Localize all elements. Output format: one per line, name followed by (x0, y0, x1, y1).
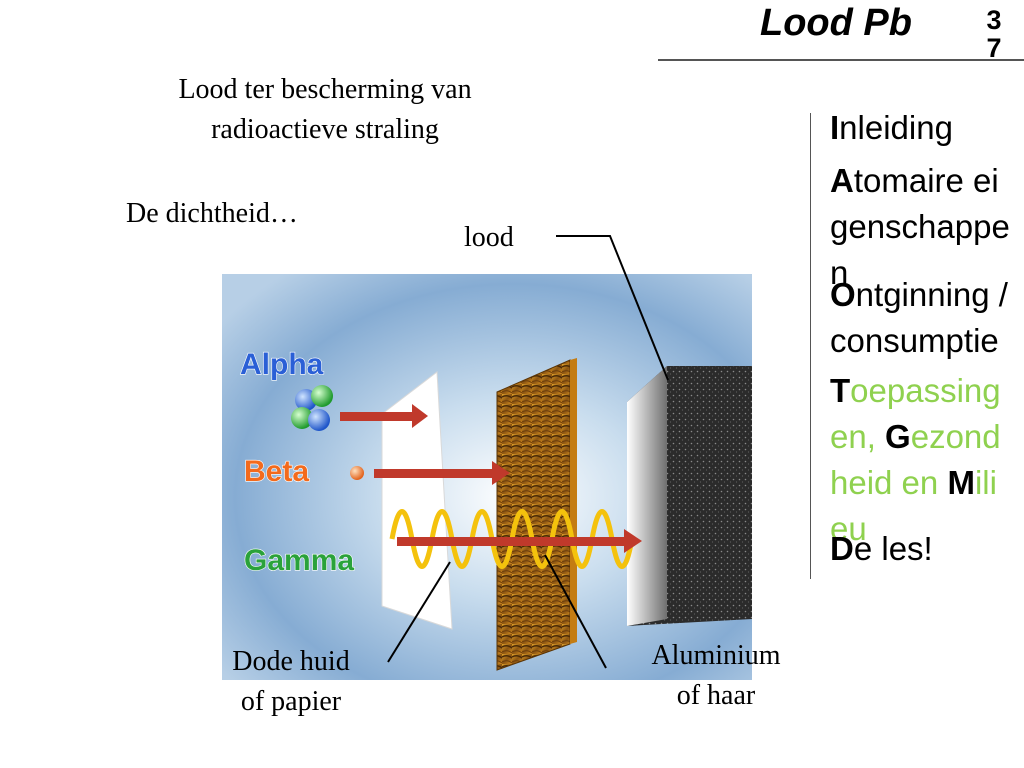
beta-arrow-icon (374, 461, 510, 485)
nav-divider (810, 113, 811, 579)
nav-item-de-les[interactable]: De les! (830, 530, 933, 567)
nav-item-atomaire-eigenschappen[interactable]: Atomaire eigenschappen (830, 162, 1010, 291)
aluminium-callout-line-1: Aluminium (651, 640, 781, 671)
aluminium-callout-label: Aluminium of haar (636, 636, 796, 716)
density-subheading: De dichtheid… (126, 198, 298, 229)
skin-callout-label: Dode huid of papier (210, 642, 372, 722)
page-number: 37 (986, 5, 1002, 63)
aluminium-callout-line-2: of haar (676, 680, 756, 711)
slide-heading: Lood ter bescherming van radioactieve st… (120, 70, 530, 150)
radiation-shielding-figure: Alpha Beta Gamma (222, 274, 752, 680)
nav-item-ontginning[interactable]: Ontginning / consumptie (830, 276, 1008, 359)
lead-callout-label: lood (464, 222, 514, 253)
figure-illustration: Alpha Beta Gamma (222, 274, 752, 680)
skin-callout-line-1: Dode huid (232, 646, 350, 677)
heading-line-1: Lood ter bescherming van (178, 74, 472, 105)
skin-callout-line-2: of papier (240, 686, 342, 717)
alpha-arrow-icon (340, 404, 428, 428)
beta-label: Beta (244, 455, 309, 488)
slide-title: Lood Pb (760, 2, 912, 44)
title-divider (658, 59, 1024, 61)
gamma-label: Gamma (244, 544, 354, 577)
nav-item-toepassingen[interactable]: Toepassingen, Gezondheid en Milieu (830, 372, 1001, 547)
heading-line-2: radioactieve straling (211, 114, 439, 145)
gamma-arrow-icon (397, 529, 642, 553)
alpha-label: Alpha (240, 348, 324, 381)
beta-particle-icon (350, 466, 364, 480)
nav-item-inleiding[interactable]: Inleiding (830, 109, 953, 146)
alpha-particle-icon (291, 385, 333, 431)
